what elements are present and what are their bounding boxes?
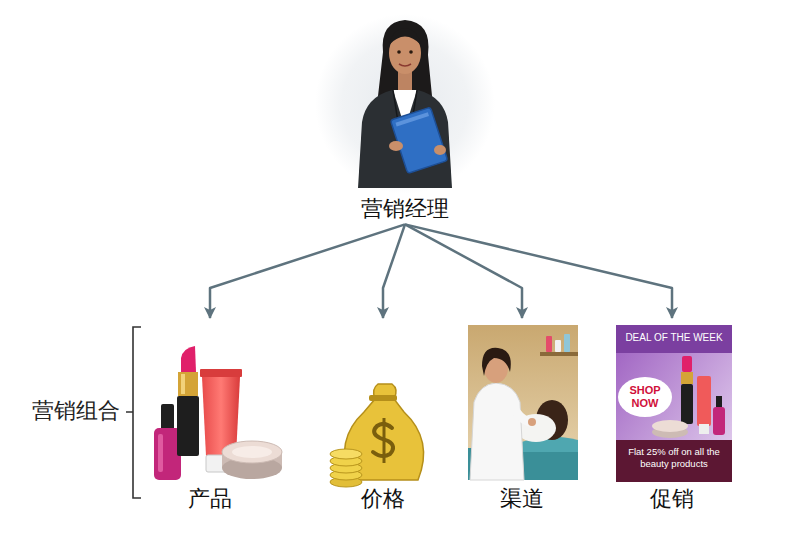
spa-illustration <box>540 352 578 356</box>
manager-figure <box>389 141 403 151</box>
cosmetics-illustration <box>181 346 196 372</box>
poster-offer: Flat 25% off on all the beauty products <box>619 446 729 470</box>
cosmetics-illustration <box>222 441 282 463</box>
spa-illustration <box>512 405 530 422</box>
money-bag-illustration <box>330 384 424 487</box>
label-holder: 营销组合 <box>10 398 120 424</box>
money-bag-illustration <box>369 395 397 401</box>
poster-heading: DEAL OF THE WEEK <box>617 332 731 344</box>
manager-figure <box>315 14 495 194</box>
cosmetics-illustration <box>200 369 242 377</box>
label-holder: DEAL OF THE WEEK <box>617 332 731 344</box>
group-label: 营销组合 <box>10 398 120 424</box>
manager-figure <box>378 20 432 96</box>
cosmetics-illustration <box>158 434 163 472</box>
cosmetics-illustration <box>181 374 185 394</box>
manager-figure <box>395 112 429 126</box>
cosmetics-illustration <box>178 372 198 396</box>
spa-illustration <box>468 325 578 480</box>
mix-bracket <box>126 327 141 498</box>
manager-figure <box>389 28 421 45</box>
promotion-poster <box>616 325 732 353</box>
promotion-poster <box>713 407 725 435</box>
arrow-connector <box>210 224 405 318</box>
spa-illustration <box>468 325 578 480</box>
arrow-connector <box>383 224 405 318</box>
manager-figure <box>434 145 446 155</box>
spa-illustration <box>546 336 552 352</box>
node-label: 产品 <box>188 486 232 512</box>
mix-element-node: 渠道 <box>462 318 582 514</box>
node-label: 促销 <box>650 486 694 512</box>
mix-element-node: 促销 <box>612 318 732 514</box>
promotion-poster <box>716 396 722 408</box>
promotion-poster <box>699 424 709 434</box>
label-holder: Flat 25% off on all the beauty products <box>619 446 729 470</box>
manager-figure <box>390 107 447 173</box>
label-holder: SHOP NOW <box>622 384 668 409</box>
spa-illustration <box>564 334 570 352</box>
manager-node: 营销经理 <box>330 8 480 224</box>
promotion-poster <box>682 356 692 372</box>
cosmetics-illustration <box>232 446 272 458</box>
promotion-poster <box>681 372 693 384</box>
manager-figure <box>358 90 452 188</box>
promotion-poster <box>616 440 732 482</box>
money-bag-illustration <box>383 418 386 463</box>
node-label: 渠道 <box>500 486 544 512</box>
manager-figure <box>399 64 411 66</box>
mix-element-node: 价格 <box>328 318 438 514</box>
manager-figure <box>390 107 447 173</box>
promotion-poster <box>652 420 688 432</box>
promotion-poster <box>697 376 711 426</box>
promotion-poster <box>681 384 693 424</box>
node-label: 营销经理 <box>361 196 449 222</box>
node-label: 价格 <box>361 486 405 512</box>
promotion-poster <box>616 325 732 482</box>
promotion-poster <box>618 377 672 417</box>
spa-illustration <box>555 340 561 352</box>
poster-call: SHOP NOW <box>622 384 668 409</box>
spa-illustration <box>470 383 524 480</box>
mix-element-node: 产品 <box>140 318 280 514</box>
cosmetics-illustration <box>177 396 199 456</box>
spa-illustration <box>528 418 536 426</box>
cosmetics-illustration <box>154 428 181 480</box>
manager-figure <box>409 50 413 54</box>
cosmetics-illustration <box>154 346 282 480</box>
spa-illustration <box>482 348 511 376</box>
money-bag-illustration <box>330 449 362 459</box>
manager-figure <box>397 50 401 54</box>
promotion-poster <box>616 325 732 482</box>
cosmetics-illustration <box>161 404 174 430</box>
arrow-connector <box>405 224 672 318</box>
manager-figure <box>315 14 495 194</box>
